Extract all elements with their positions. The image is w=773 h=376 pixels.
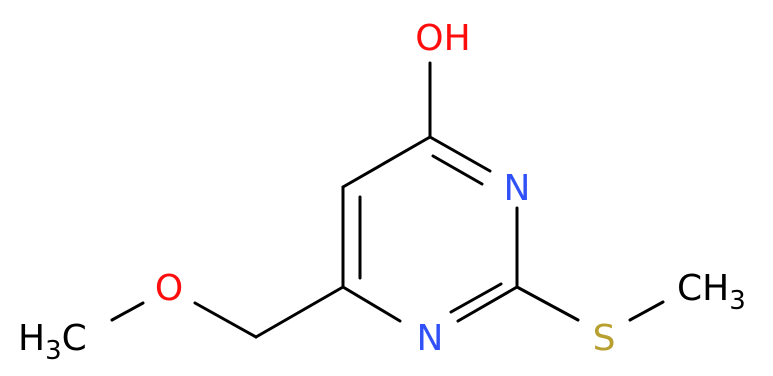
ether-oxygen-label: O [155, 268, 183, 309]
bond-ch2-o [193, 301, 258, 339]
bond-c4-n3-inner [431, 154, 484, 186]
bond-c6-ch2 [254, 285, 345, 339]
methyl-o-label: H3C [18, 318, 87, 366]
hydroxyl-label: OH [415, 18, 470, 59]
methyl-s-label: CH3 [677, 268, 746, 316]
bond-o-ch3 [110, 301, 145, 322]
bond-c5-c4 [341, 135, 432, 189]
methyl-o-carbon: C [62, 318, 87, 359]
bonds [110, 61, 665, 339]
methyl-s-subscript: 3 [729, 286, 746, 316]
atom-labels: OH N N S O CH3 H3C [18, 18, 746, 366]
sulfur-label: S [593, 318, 616, 359]
methyl-o-hydrogen: H [18, 318, 45, 359]
nitrogen-top-label: N [504, 168, 531, 209]
bond-s-ch3 [628, 300, 665, 322]
nitrogen-bottom-label: N [417, 318, 444, 359]
bond-c2-n1 [456, 285, 519, 323]
bond-n1-c6 [341, 285, 402, 323]
bond-c4-n3 [428, 135, 492, 173]
methyl-s-element: CH [677, 268, 729, 309]
methyl-o-subscript: 3 [45, 336, 62, 366]
bond-c2-s [515, 285, 580, 322]
bond-c2-n1-inner [449, 282, 503, 314]
